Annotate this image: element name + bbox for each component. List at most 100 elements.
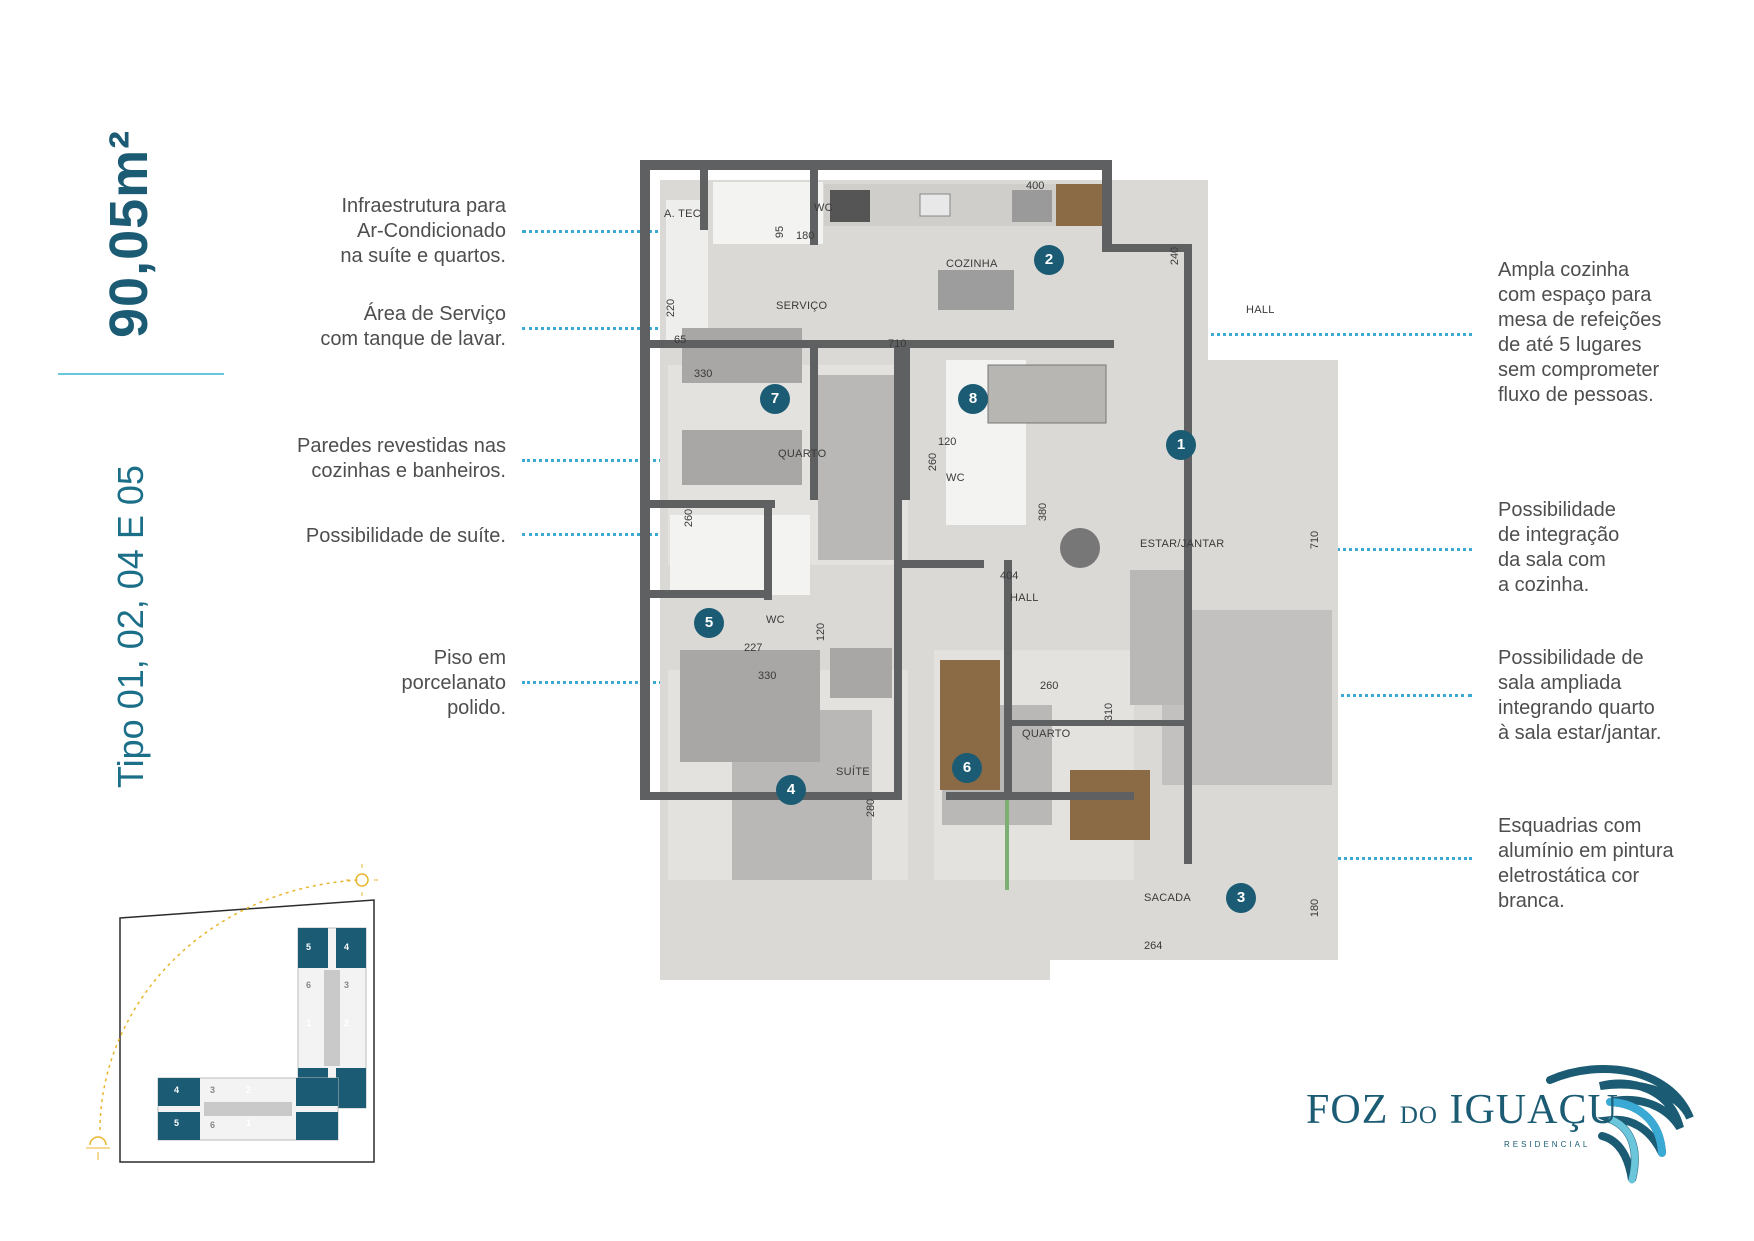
room-label-estar-jantar: ESTAR/JANTAR — [1140, 538, 1225, 550]
room-label-atec: A. TEC — [664, 208, 702, 220]
dim-95: 95 — [774, 225, 787, 239]
dim-380: 380 — [1037, 502, 1050, 522]
bed-quarto-7a — [682, 328, 802, 383]
room-label-hall-top: HALL — [1246, 304, 1275, 316]
badge-1: 1 — [1166, 430, 1196, 460]
balcony-table — [1070, 770, 1150, 840]
note-ar-condicionado: Infraestrutura para Ar-Condicionado na s… — [340, 195, 506, 267]
balcony-edge — [1005, 730, 1009, 890]
logo-text-foz: FOZ — [1306, 1087, 1389, 1133]
note-ampla-cozinha: Ampla cozinha com espaço para mesa de re… — [1498, 259, 1662, 406]
area-value: 90,05m² — [99, 129, 159, 338]
badge-8: 8 — [958, 384, 988, 414]
bed-quarto-7b — [682, 430, 802, 485]
sun-path — [99, 879, 359, 1131]
dim-65: 65 — [674, 334, 687, 346]
area-title: 90,05m² — [98, 98, 162, 338]
room-label-servico: SERVIÇO — [776, 300, 828, 312]
note-integracao-sala: Possibilidade de integração da sala com … — [1498, 499, 1620, 596]
logo-text: FOZ DO IGUAÇU — [1306, 1086, 1619, 1134]
sunset-icon — [86, 1136, 110, 1160]
fridge — [1012, 190, 1052, 222]
badge-7: 7 — [760, 384, 790, 414]
badge-2: 2 — [1034, 245, 1064, 275]
dim-120-top: 120 — [938, 436, 957, 448]
walls — [640, 160, 1192, 864]
room-label-quarto-6: QUARTO — [1022, 728, 1071, 740]
site-plan — [86, 864, 378, 1163]
dim-710-top: 710 — [888, 338, 907, 350]
block-b-unit-6: 6 — [210, 1120, 216, 1130]
dim-220: 220 — [665, 298, 678, 318]
room-label-cozinha: COZINHA — [946, 258, 998, 270]
rug-quarto-7 — [818, 375, 900, 560]
leader-line-1 — [522, 230, 672, 233]
title-divider — [58, 373, 224, 375]
logo-subtitle: RESIDENCIAL — [1504, 1140, 1591, 1149]
dim-180-sacada: 180 — [1309, 898, 1322, 918]
bed-quarto-6 — [830, 648, 892, 698]
dim-710-right: 710 — [1309, 530, 1322, 550]
block-b-unit-5: 5 — [174, 1118, 180, 1128]
plant-box — [1056, 184, 1104, 226]
block-b-unit-2: 2 — [246, 1085, 252, 1095]
room-label-quarto-7: QUARTO — [778, 448, 827, 460]
floor-wc-5 — [670, 515, 810, 595]
block-a-unit-5: 5 — [306, 942, 312, 952]
room-label-wc-top: WC — [814, 202, 833, 214]
badge-6: 6 — [952, 753, 982, 783]
note-paredes-revestidas: Paredes revestidas nas cozinhas e banhei… — [296, 435, 506, 482]
room-label-wc-5: WC — [766, 614, 785, 626]
block-b-unit-4: 4 — [174, 1085, 180, 1095]
block-b-unit-1: 1 — [246, 1118, 252, 1128]
leader-line-2 — [522, 327, 712, 330]
block-a-unit-1: 1 — [306, 1018, 312, 1028]
sofa — [1130, 570, 1185, 705]
type-value: Tipo 01, 02, 04 E 05 — [110, 465, 151, 788]
dim-400: 400 — [1026, 180, 1045, 192]
kitchen-table — [938, 270, 1014, 310]
block-a-unit-6: 6 — [306, 980, 312, 990]
dim-404: 404 — [1000, 570, 1019, 582]
room-label-sacada: SACADA — [1144, 892, 1192, 904]
logo-text-do: DO — [1399, 1102, 1438, 1129]
leader-line-6 — [1180, 333, 1472, 336]
room-label-hall: HALL — [1010, 592, 1039, 604]
building-block-b — [157, 1077, 339, 1141]
note-esquadrias: Esquadrias com alumínio em pintura eletr… — [1498, 815, 1674, 912]
dim-330-suite: 330 — [758, 670, 777, 682]
note-possibilidade-suite: Possibilidade de suíte. — [305, 525, 506, 547]
site-boundary — [119, 899, 375, 1163]
floor-plan — [640, 160, 1338, 980]
room-label-wc-8: WC — [946, 472, 965, 484]
logo-text-iguacu: IGUAÇU — [1449, 1087, 1619, 1133]
dim-180-top: 180 — [796, 230, 815, 242]
block-a-unit-4: 4 — [344, 942, 350, 952]
sun-icon — [346, 864, 378, 896]
dim-310: 310 — [1103, 702, 1116, 722]
dim-330-top: 330 — [694, 368, 713, 380]
type-label: Tipo 01, 02, 04 E 05 — [110, 418, 160, 788]
block-a-unit-2: 2 — [344, 1018, 350, 1028]
dining-table — [987, 364, 1107, 424]
note-area-servico: Área de Serviço com tanque de lavar. — [320, 303, 506, 350]
dim-260-quarto: 260 — [683, 508, 696, 528]
note-piso: Piso em porcelanato polido. — [401, 647, 506, 719]
block-a-unit-3: 3 — [344, 980, 350, 990]
logo-wave-icon — [1546, 1065, 1694, 1184]
floor-wc-top — [713, 182, 823, 244]
dim-280: 280 — [865, 798, 878, 818]
dim-260-wc: 260 — [927, 452, 940, 472]
dim-240: 240 — [1169, 246, 1182, 266]
badge-3: 3 — [1226, 883, 1256, 913]
dim-260-quarto6: 260 — [1040, 680, 1059, 692]
kitchen-sink — [919, 193, 951, 217]
cooktop — [830, 190, 870, 222]
room-label-suite: SUÍTE — [836, 766, 870, 778]
dim-264: 264 — [1144, 940, 1163, 952]
block-b-unit-3: 3 — [210, 1085, 216, 1095]
badge-5: 5 — [694, 608, 724, 638]
badge-4: 4 — [776, 775, 806, 805]
dim-227: 227 — [744, 642, 763, 654]
bed-suite — [680, 650, 820, 762]
